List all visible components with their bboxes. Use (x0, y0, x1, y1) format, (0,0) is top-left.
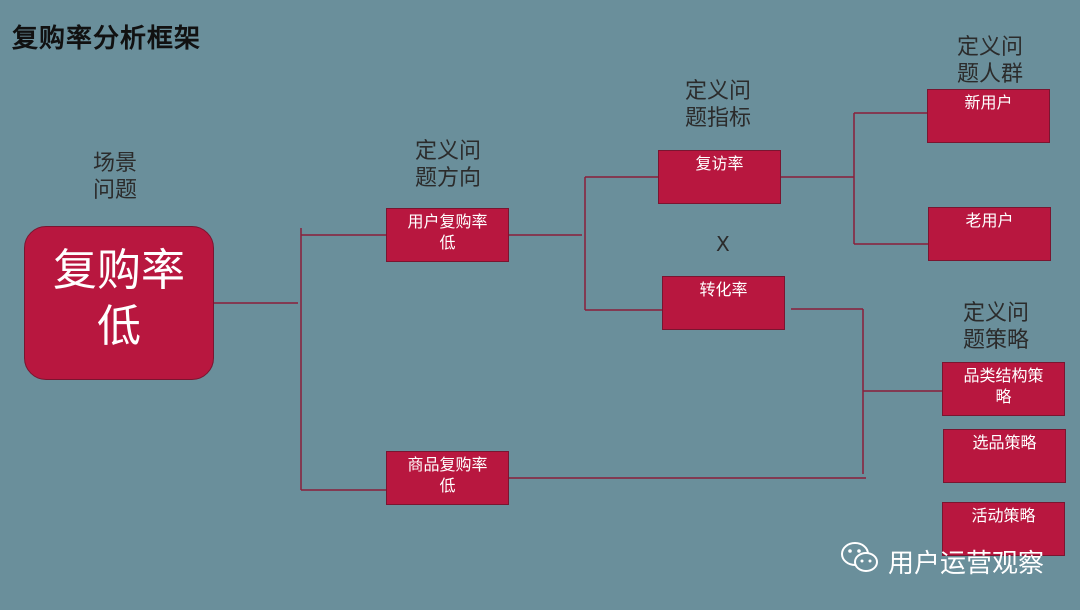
page-title: 复购率分析框架 (12, 24, 202, 54)
multiply-mark: X (716, 232, 730, 256)
strategy-activity: 活动策略 (942, 502, 1065, 556)
root-node: 复购率 低 (24, 226, 214, 380)
strategy-category-structure: 品类结构策 略 (942, 362, 1065, 416)
crowd-old-users: 老用户 (928, 207, 1051, 261)
wechat-icon (840, 540, 880, 583)
brand-name: 用户运营观察 (888, 549, 1045, 579)
metric-conversion-rate: 转化率 (662, 276, 785, 330)
label-direction: 定义问 题方向 (414, 139, 481, 191)
brand-watermark: 用户运营观察 (840, 540, 1044, 583)
metric-revisit-rate: 复访率 (658, 150, 781, 204)
label-metric: 定义问 题指标 (684, 79, 751, 131)
label-crowd: 定义问 题人群 (956, 35, 1023, 87)
label-scene: 场景 问题 (92, 151, 137, 203)
label-strategy: 定义问 题策略 (962, 301, 1029, 353)
direction-user-repurchase: 用户复购率 低 (386, 208, 509, 262)
strategy-product-selection: 选品策略 (943, 429, 1066, 483)
crowd-new-users: 新用户 (927, 89, 1050, 143)
direction-product-repurchase: 商品复购率 低 (386, 451, 509, 505)
